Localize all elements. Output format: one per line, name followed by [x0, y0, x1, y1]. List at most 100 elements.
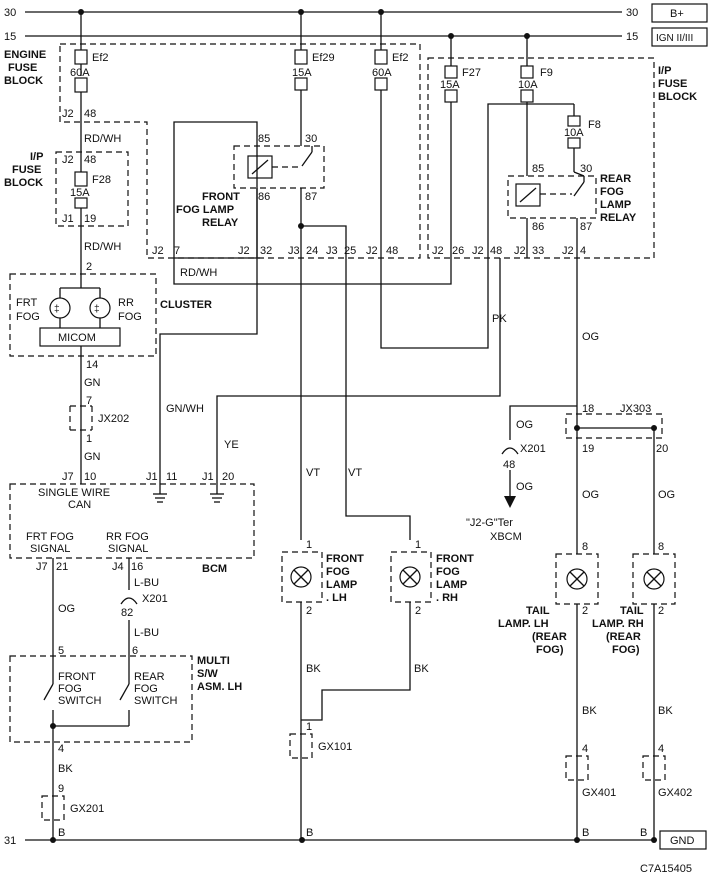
fuse-ef29-id: Ef29 — [312, 52, 335, 64]
pin-48-b: 48 — [84, 154, 96, 166]
pin-b-4: B — [640, 827, 647, 839]
pin-j7-a: J7 — [62, 471, 74, 483]
ip-fuse-right-label-3: BLOCK — [658, 91, 697, 103]
engine-fuse-label-2: FUSE — [8, 62, 37, 74]
pin-4-gx401: 4 — [582, 743, 588, 755]
fuse-ef2-left: Ef2 60A — [70, 12, 109, 93]
gx401-label: GX401 — [582, 787, 616, 799]
pin-j3-a: J3 — [288, 245, 300, 257]
connector-x201-left: X201 82 — [120, 593, 168, 619]
pin-8-trh: 8 — [658, 541, 664, 553]
pin-j1-b: J1 — [146, 471, 158, 483]
cluster-frt-1: FRT — [16, 297, 37, 309]
ip-fuse-left-label-1: I/P — [30, 151, 43, 163]
rear-relay-name-4: RELAY — [600, 212, 637, 224]
pin-j4: J4 — [112, 561, 124, 573]
wire-rdwh-1: RD/WH — [84, 133, 121, 145]
wire-og-6: OG — [58, 603, 75, 615]
pin-19-jx303: 19 — [582, 443, 594, 455]
wire-lbu-2: L-BU — [134, 627, 159, 639]
wire-bk-2: BK — [306, 663, 321, 675]
wire-pk: PK — [492, 313, 507, 325]
flh-name-1: FRONT — [326, 553, 364, 565]
pin-j2-g: J2 — [472, 245, 484, 257]
pin-j2-c: J2 — [152, 245, 164, 257]
rail-15-right-label: 15 — [626, 31, 638, 43]
pin-16: 16 — [131, 561, 143, 573]
rear-relay-86: 86 — [532, 221, 544, 233]
wire-og-5: OG — [516, 481, 533, 493]
rear-relay-name-2: FOG — [600, 186, 624, 198]
rear-relay-30: 30 — [580, 163, 592, 175]
pin-j2-e: J2 — [366, 245, 378, 257]
bcm-block: BCM J7 10 J1 11 J1 20 SINGLE WIRE CAN FR… — [9, 471, 255, 575]
wire-bk-1: BK — [58, 763, 73, 775]
front-relay-30: 30 — [305, 133, 317, 145]
fuse-f8-id: F8 — [588, 119, 601, 131]
wire-rdwh-2: RD/WH — [84, 241, 121, 253]
pin-7-jx202: 7 — [86, 395, 92, 407]
pin-48-c: 48 — [386, 245, 398, 257]
engine-fuse-label-1: ENGINE — [4, 49, 46, 61]
connector-jx303: 18 JX303 19 20 — [565, 403, 668, 455]
lamp-bulb-icon — [566, 568, 588, 590]
front-fog-lamp-relay: 85 30 86 87 FRONT FOG LAMP RELAY — [176, 133, 325, 229]
fuse-ef2-left-rating: 60A — [70, 67, 90, 79]
cluster-label: CLUSTER — [160, 299, 212, 311]
wire-gnwh: GN/WH — [166, 403, 204, 415]
rear-relay-name-1: REAR — [600, 173, 631, 185]
gx101-label: GX101 — [318, 741, 352, 753]
wire-bk-5: BK — [658, 705, 673, 717]
jx202-label: JX202 — [98, 413, 129, 425]
rail-30: 30 30 B+ — [4, 3, 708, 23]
pin-j2-d: J2 — [238, 245, 250, 257]
rail-30-left-label: 30 — [4, 7, 16, 19]
fuse-ef2-right-rating: 60A — [372, 67, 392, 79]
fuse-f9-rating: 10A — [518, 79, 538, 91]
pin-20-jx303: 20 — [656, 443, 668, 455]
bcm-single-wire-1: SINGLE WIRE — [38, 487, 110, 499]
fuse-f27: F27 15A — [440, 36, 481, 258]
fuse-f27-rating: 15A — [440, 79, 460, 91]
engine-fuse-label-3: BLOCK — [4, 75, 43, 87]
pin-14: 14 — [86, 359, 98, 371]
pin-24: 24 — [306, 245, 318, 257]
pin-4-gx402: 4 — [658, 743, 664, 755]
xbcm-label-2: XBCM — [490, 531, 522, 543]
wire-rdwh-3: RD/WH — [180, 267, 217, 279]
pin-b-3: B — [582, 827, 589, 839]
pin-b-1: B — [58, 827, 65, 839]
pin-20: 20 — [222, 471, 234, 483]
pin-11: 11 — [166, 471, 177, 483]
trh-name-4: FOG) — [612, 644, 640, 656]
svg-text:‡: ‡ — [94, 304, 100, 315]
frh-name-2: FOG — [436, 566, 460, 578]
pin-1-jx202: 1 — [86, 433, 92, 445]
lamp-bulb-icon — [290, 566, 312, 588]
pin-33: 33 — [532, 245, 544, 257]
gx402-label: GX402 — [658, 787, 692, 799]
ground-gx401: 4 GX401 B — [565, 743, 616, 839]
switch-front-2: FOG — [58, 683, 82, 695]
rail-ground-box-label: GND — [670, 835, 695, 847]
frh-name-1: FRONT — [436, 553, 474, 565]
pin-j2-a: J2 — [62, 108, 74, 120]
fuse-ef2-right-id: Ef2 — [392, 52, 409, 64]
lamp-bulb-icon — [399, 566, 421, 588]
rail-30-box-label: B+ — [670, 8, 684, 20]
ip-fuse-block-left: I/P FUSE BLOCK J2 48 F28 15A J1 19 — [4, 151, 129, 227]
wire-og-3: OG — [582, 489, 599, 501]
bcm-rr-sig-2: SIGNAL — [108, 543, 148, 555]
cluster-frt-2: FOG — [16, 311, 40, 323]
trh-name-2: LAMP. RH — [592, 618, 644, 630]
wire-og-1: OG — [582, 331, 599, 343]
trh-name-1: TAIL — [620, 605, 644, 617]
rail-15: 15 15 IGN II/III — [4, 27, 708, 47]
pin-7-efb: 7 — [174, 245, 180, 257]
bcm-rr-sig-1: RR FOG — [106, 531, 149, 543]
multi-sw-label-2: S/W — [197, 668, 218, 680]
fuse-ef29: Ef29 15A — [292, 12, 335, 146]
switch-front-3: SWITCH — [58, 695, 101, 707]
tlh-name-3: (REAR — [532, 631, 567, 643]
